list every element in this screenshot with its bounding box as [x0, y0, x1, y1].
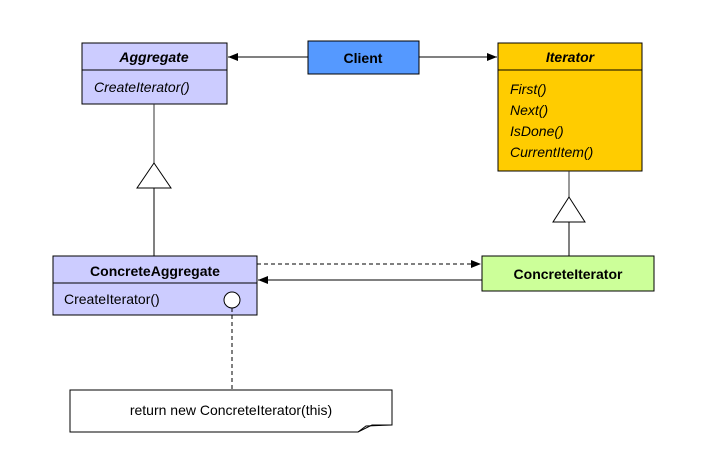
concrete-aggregate-method: CreateIterator(): [64, 291, 160, 307]
concrete-aggregate-box: [52, 255, 258, 316]
note-text: return new ConcreteIterator(this): [130, 402, 332, 418]
iterator-generalization-triangle: [552, 196, 586, 223]
aggregate-generalization: [136, 104, 172, 256]
client-title: Client: [344, 50, 383, 66]
note-box: [69, 389, 393, 433]
aggregate-box: [81, 42, 228, 105]
aggregate-generalization-triangle: [136, 162, 172, 189]
note-anchor-circle: [223, 291, 241, 309]
iterator-method-currentitem: CurrentItem(): [510, 144, 593, 160]
concrete-iterator-class[interactable]: ConcreteIterator: [481, 255, 655, 292]
client-class[interactable]: Client: [307, 40, 420, 75]
note-fold: [357, 424, 393, 433]
concrete-aggregate-class[interactable]: ConcreteAggregate CreateIterator(): [52, 255, 258, 316]
iterator-generalization: [552, 171, 586, 256]
iterator-box: [497, 42, 643, 172]
iterator-method-first: First(): [510, 81, 547, 97]
concrete-iterator-title: ConcreteIterator: [514, 266, 623, 282]
iterator-method-isdone: IsDone(): [510, 123, 564, 139]
iterator-title: Iterator: [546, 49, 596, 65]
aggregate-class[interactable]: Aggregate CreateIterator(): [81, 42, 228, 105]
concrete-iterator-box: [481, 255, 655, 292]
iterator-class[interactable]: Iterator First() Next() IsDone() Current…: [497, 42, 643, 172]
code-note[interactable]: return new ConcreteIterator(this): [69, 389, 393, 433]
aggregate-title: Aggregate: [118, 49, 188, 65]
iterator-method-next: Next(): [510, 102, 548, 118]
client-box: [307, 40, 420, 75]
concrete-aggregate-title: ConcreteAggregate: [90, 263, 220, 279]
aggregate-method: CreateIterator(): [94, 79, 190, 95]
